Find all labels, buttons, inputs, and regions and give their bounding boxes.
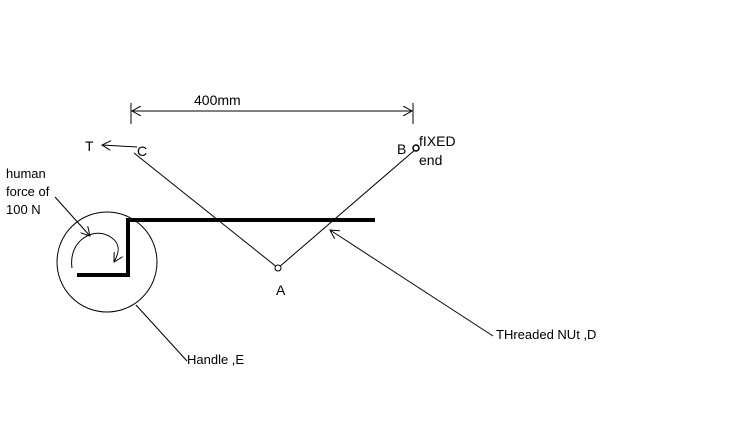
tension-arrow bbox=[102, 145, 138, 147]
human-force-label-line1: human bbox=[6, 166, 46, 181]
label-t: T bbox=[85, 138, 94, 154]
nut-leader bbox=[330, 230, 494, 337]
human-force-label-line3: 100 N bbox=[6, 202, 41, 217]
dimension-label: 400mm bbox=[194, 92, 241, 108]
human-force-label-line2: force of bbox=[6, 184, 50, 199]
handle-crank bbox=[77, 218, 130, 277]
label-a: A bbox=[276, 282, 286, 298]
handle-circle bbox=[56, 211, 158, 313]
dimension-line bbox=[130, 103, 414, 124]
handle-label: Handle ,E bbox=[187, 352, 244, 367]
label-c: C bbox=[137, 143, 147, 159]
link-ab bbox=[277, 148, 417, 269]
fixed-end-label-line1: fIXED bbox=[419, 133, 456, 149]
pin-a bbox=[274, 264, 282, 272]
fixed-end-label-line2: end bbox=[419, 152, 442, 168]
human-force-leader bbox=[54, 196, 90, 236]
rotation-arrow bbox=[71, 232, 119, 269]
handle-leader bbox=[135, 304, 188, 362]
label-b: B bbox=[397, 141, 406, 157]
pin-b bbox=[412, 144, 420, 152]
link-ca bbox=[133, 152, 279, 269]
nut-label: THreaded NUt ,D bbox=[496, 327, 596, 342]
